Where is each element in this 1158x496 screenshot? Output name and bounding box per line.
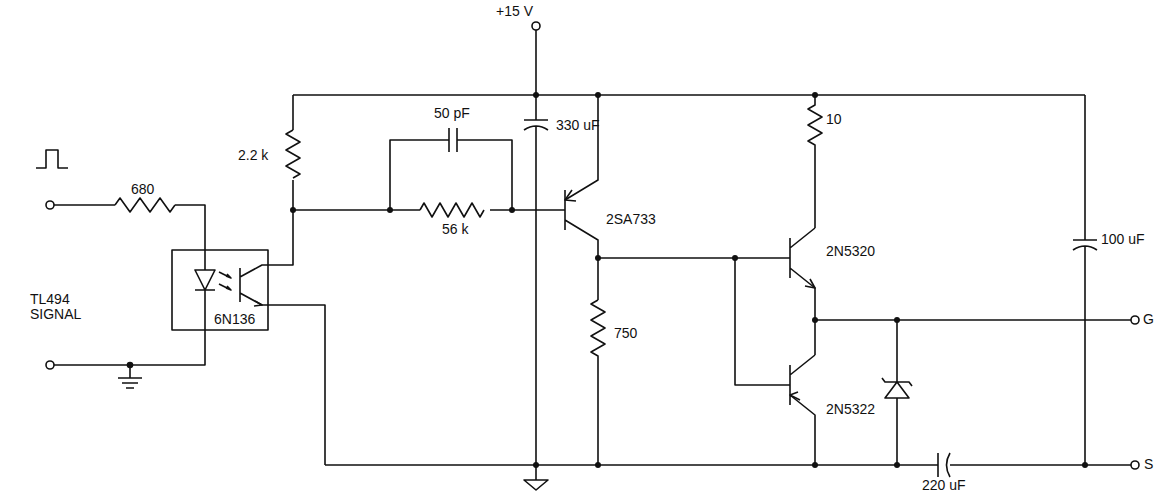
ground-symbol <box>118 365 142 388</box>
wire <box>293 95 1085 210</box>
component-value: 2.2 k <box>238 148 268 163</box>
input-terminal <box>46 361 54 369</box>
component-value: 100 uF <box>1101 232 1145 247</box>
component-value: 220 uF <box>922 478 966 493</box>
component-value: 750 <box>614 326 637 341</box>
emitter-arrow <box>805 279 815 288</box>
wire <box>54 330 205 365</box>
part-number: 2SA733 <box>606 212 656 227</box>
supply-terminal <box>532 22 540 30</box>
emitter-arrow <box>254 301 262 306</box>
part-number: 2N5320 <box>826 244 875 259</box>
wire <box>293 140 565 210</box>
pnp-transistor <box>790 355 815 465</box>
ground-symbol <box>524 480 548 490</box>
capacitor-symbol <box>524 30 548 480</box>
wire <box>815 320 1131 465</box>
output-terminal <box>1131 461 1139 469</box>
phototransistor <box>240 210 325 465</box>
optocoupler-box <box>172 250 268 330</box>
supply-label: +15 V <box>496 4 533 19</box>
signal-name: TL494 SIGNAL <box>30 292 92 323</box>
terminal-name: S <box>1144 457 1153 472</box>
light-arrows <box>219 272 231 290</box>
input-terminal <box>46 201 54 209</box>
resistor-symbol <box>115 198 175 212</box>
component-value: 50 pF <box>434 106 470 121</box>
part-number: 6N136 <box>214 312 255 327</box>
resistor-symbol <box>808 95 822 228</box>
led-symbol <box>195 250 215 330</box>
pulse-symbol <box>36 150 68 168</box>
component-value: 330 uF <box>556 118 600 133</box>
capacitor-symbol <box>449 128 457 152</box>
emitter-arrow <box>565 190 576 201</box>
terminal-name: G <box>1143 312 1154 327</box>
emitter-arrow <box>790 392 800 400</box>
capacitor-symbol <box>1073 95 1097 465</box>
component-value: 10 <box>826 112 842 127</box>
component-value: 680 <box>131 182 154 197</box>
resistor-symbol <box>591 300 605 465</box>
junction-dots <box>290 92 1088 468</box>
resistor-symbol <box>420 203 484 217</box>
resistor-symbol <box>286 130 300 178</box>
capacitor-symbol <box>938 453 950 477</box>
wire <box>598 258 790 385</box>
part-number: 2N5322 <box>826 402 875 417</box>
npn-transistor <box>790 228 815 355</box>
wire <box>325 464 1131 466</box>
component-value: 56 k <box>442 222 468 237</box>
zener-symbol <box>882 378 912 398</box>
output-terminal <box>1131 316 1139 324</box>
